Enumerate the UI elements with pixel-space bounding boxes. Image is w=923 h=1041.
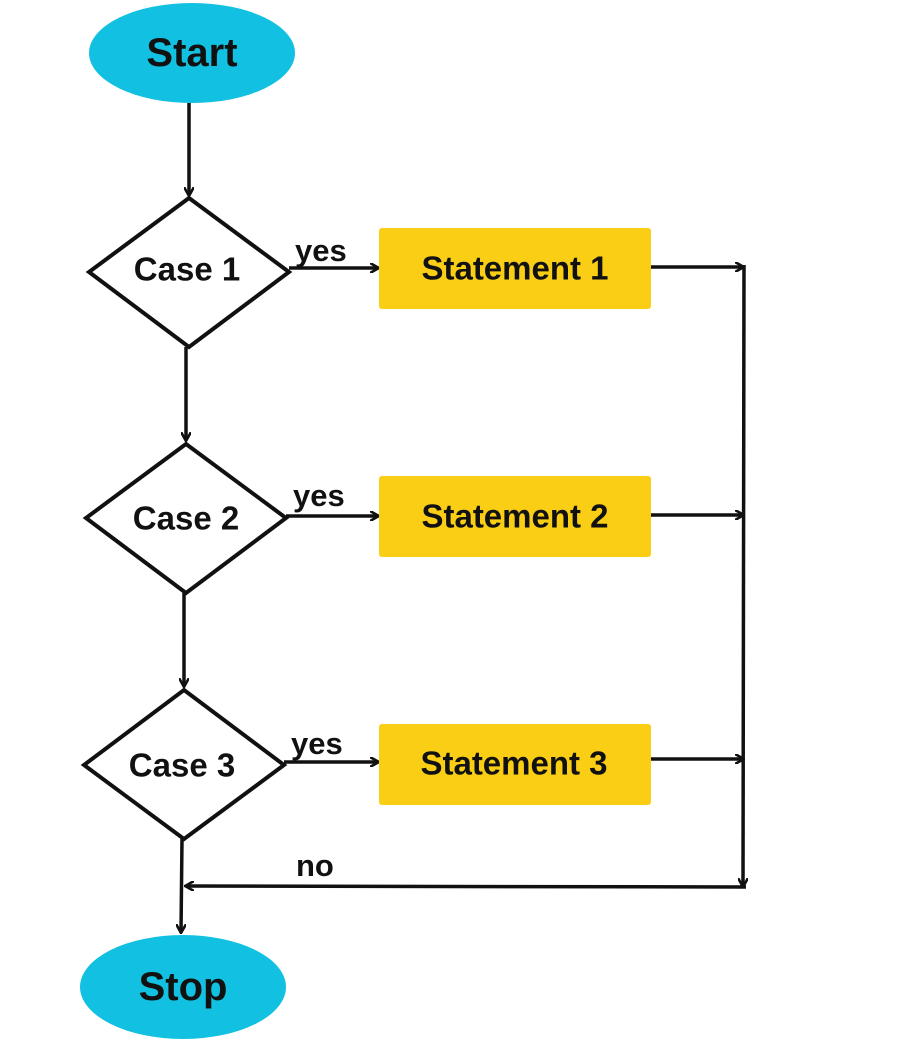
statement3-box: Statement 3: [379, 724, 651, 805]
case3-label: Case 3: [129, 747, 235, 784]
no-label: no: [296, 848, 334, 883]
case2-label: Case 2: [133, 500, 239, 537]
case2-yes-label: yes: [293, 478, 345, 513]
stop-label: Stop: [139, 965, 228, 1009]
case2-diamond: [82, 441, 290, 596]
start-node: Start: [89, 3, 295, 103]
stop-node: Stop: [80, 935, 286, 1039]
statement3-label: Statement 3: [420, 745, 607, 782]
right-merge-rail: [743, 264, 744, 886]
statement1-label: Statement 1: [421, 250, 608, 287]
return-line-arrow: [186, 886, 747, 887]
statement1-rect: [379, 228, 651, 309]
case1-decision: Case 1: [85, 195, 293, 350]
case3-yes-label: yes: [291, 726, 343, 761]
start-ellipse: [89, 3, 295, 103]
case1-yes-label: yes: [295, 233, 347, 268]
statement1-box: Statement 1: [379, 228, 651, 309]
statement2-label: Statement 2: [421, 498, 608, 535]
case3-to-stop-arrow: [181, 838, 182, 932]
case2-decision: Case 2: [82, 441, 290, 596]
case3-decision: Case 3: [80, 687, 288, 842]
case1-diamond: [85, 195, 293, 350]
case3-diamond: [80, 687, 288, 842]
stop-ellipse: [80, 935, 286, 1039]
statement2-box: Statement 2: [379, 476, 651, 557]
case1-label: Case 1: [134, 251, 240, 288]
statement3-rect: [379, 724, 651, 805]
start-label: Start: [146, 31, 237, 75]
statement2-rect: [379, 476, 651, 557]
